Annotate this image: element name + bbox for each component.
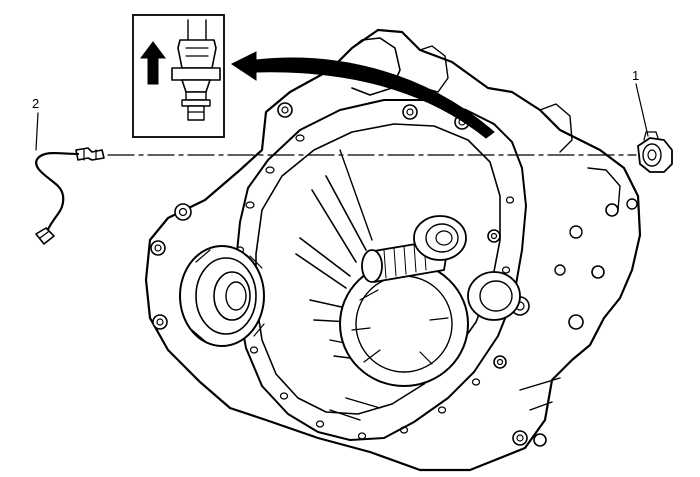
left-axle-opening <box>179 245 265 347</box>
callout-2-label: 2 <box>32 96 39 111</box>
inset-detail <box>132 14 225 138</box>
speed-sensor-mount <box>637 131 673 173</box>
transmission-housing <box>144 28 642 472</box>
callout-1-label: 1 <box>632 68 639 83</box>
input-shaft <box>361 215 467 283</box>
right-boss <box>467 271 521 321</box>
differential-recess <box>339 261 469 387</box>
callout-2-leader <box>35 112 39 151</box>
callout-1-leader <box>635 83 649 137</box>
inset-sensor <box>171 19 221 121</box>
arrow-up-icon <box>140 41 166 85</box>
sensor-harness <box>35 147 105 245</box>
curved-arrow-icon <box>231 51 495 139</box>
